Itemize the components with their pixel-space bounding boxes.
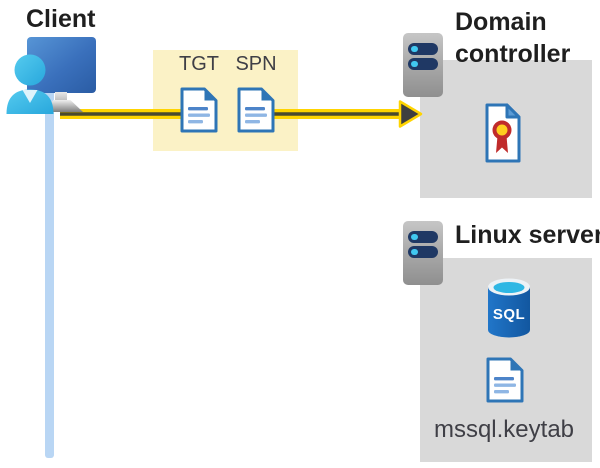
keytab-file-label: mssql.keytab [433, 416, 575, 443]
sql-label: SQL [493, 306, 525, 323]
monitor-stand-neck [55, 92, 67, 101]
linux-server-label: Linux server [455, 221, 600, 249]
server-bar [408, 231, 438, 243]
spn-document-icon [237, 87, 275, 133]
tgt-label: TGT [179, 53, 219, 75]
linux-server-icon [403, 221, 443, 285]
server-bar [408, 246, 438, 258]
certificate-icon [485, 103, 521, 163]
tgt-document-icon [180, 87, 218, 133]
server-bar [408, 58, 438, 70]
domain-controller-label: Domain controller [455, 8, 571, 68]
user-icon [6, 54, 54, 114]
spn-label: SPN [235, 53, 277, 75]
client-connection-line [45, 92, 54, 458]
client-label: Client [26, 5, 96, 33]
server-bar [408, 43, 438, 55]
keytab-document-icon [486, 357, 524, 403]
auth-request-arrow [60, 100, 423, 128]
sql-database-icon: SQL [488, 278, 530, 338]
domain-controller-server-icon [403, 33, 443, 97]
arrowhead-icon [398, 100, 423, 128]
